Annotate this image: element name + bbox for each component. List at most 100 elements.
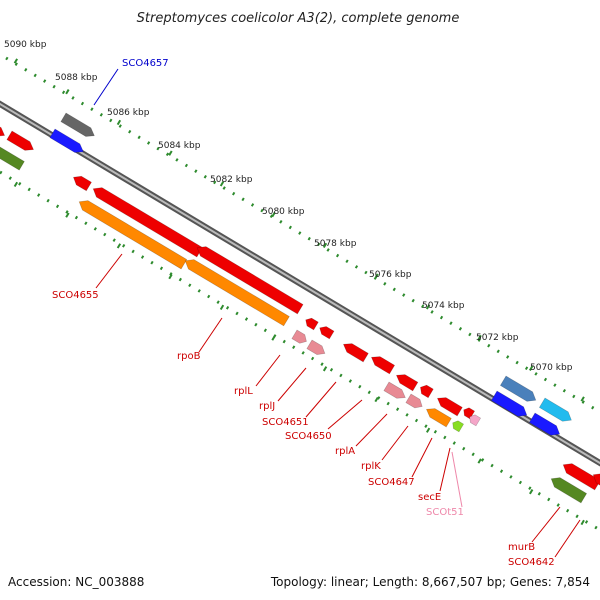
blue-gene-left[interactable] [49, 128, 86, 156]
ruler-tick-label: 5086 kbp [107, 108, 150, 118]
backbone-line [0, 100, 600, 467]
light-red-gene-e[interactable] [383, 381, 408, 402]
sco4647-gene[interactable] [435, 394, 463, 417]
gene-label[interactable]: SCOt51 [426, 507, 464, 518]
gene-features [0, 112, 600, 504]
sco4657-gene[interactable] [60, 112, 97, 140]
gene-label[interactable]: SCO4651 [262, 417, 309, 428]
blue-gene-right-a[interactable] [490, 390, 529, 420]
rplk-gene[interactable] [369, 353, 396, 375]
leader-line [439, 447, 451, 492]
steel-blue-gene[interactable] [499, 375, 538, 405]
sco-red-small[interactable] [461, 406, 475, 420]
ruler-tick-label: 5076 kbp [369, 270, 412, 280]
gene-label[interactable]: SCO4650 [285, 431, 332, 442]
ruler-tick-label: 5070 kbp [530, 363, 573, 373]
gene-label[interactable]: SCO4657 [122, 58, 169, 69]
map-title: Streptomyces coelicolor A3(2), complete … [137, 11, 460, 26]
ruler-tick [425, 304, 431, 310]
gene-label[interactable]: murB [508, 542, 535, 553]
gene-label[interactable]: rplL [234, 386, 253, 397]
gene-label[interactable]: rplK [361, 461, 381, 472]
ruler-tick [219, 304, 225, 310]
olive-gene-far-left[interactable] [0, 141, 25, 171]
gene-label[interactable]: SCO4647 [368, 477, 415, 488]
sco4655-gene[interactable] [76, 197, 188, 270]
red-gene-c[interactable] [394, 371, 419, 392]
rpla-gene[interactable] [341, 340, 369, 363]
dotted-rulers [0, 56, 600, 532]
sco4651-gene[interactable] [291, 329, 309, 346]
label-leader-lines [93, 68, 581, 558]
red-gene-a[interactable] [71, 173, 92, 192]
red-gene-far-left-b[interactable] [6, 130, 36, 154]
blue-gene-right-b[interactable] [528, 412, 562, 439]
leader-line [95, 253, 123, 289]
ruler-tick [322, 366, 328, 372]
leader-line [277, 367, 307, 402]
orange-gene-b[interactable] [182, 256, 290, 327]
accession-label: Accession: NC_003888 [8, 575, 144, 589]
leader-line [451, 451, 463, 508]
leader-line [198, 317, 223, 353]
ruler-tick [65, 89, 70, 95]
ruler-tick [374, 273, 379, 279]
sec-e-gene[interactable] [424, 405, 452, 428]
rpll-gene[interactable] [303, 316, 319, 331]
scot51-gene[interactable] [450, 419, 464, 433]
ruler-tick [529, 489, 534, 495]
ruler-tick [13, 181, 19, 188]
ruler-tick [425, 427, 431, 433]
leader-line [355, 413, 388, 447]
rplj-gene[interactable] [317, 324, 335, 340]
pink-gene[interactable] [467, 413, 481, 427]
leader-line [381, 425, 409, 461]
rpob-gene-b[interactable] [194, 243, 304, 315]
ruler-tick-label: 5074 kbp [422, 301, 465, 311]
ruler-tick-label: 5080 kbp [262, 207, 305, 217]
genome-backbone [0, 100, 600, 467]
upper-ruler [5, 56, 600, 414]
rpob-gene[interactable] [90, 184, 203, 258]
red-gene-d[interactable] [418, 383, 434, 399]
light-red-gene-f[interactable] [405, 393, 425, 411]
topology-label: Topology: linear; Length: 8,667,507 bp; … [270, 575, 590, 589]
ruler-tick-label: 5078 kbp [314, 239, 357, 249]
ruler-tick [580, 519, 585, 526]
ruler-tick [13, 58, 19, 64]
leader-line [93, 68, 119, 106]
red-gene-right-b[interactable] [590, 470, 600, 491]
leader-line [531, 506, 561, 543]
ruler-tick [116, 243, 122, 249]
leader-line [411, 437, 433, 478]
gene-label[interactable]: rplJ [259, 401, 275, 412]
gene-label[interactable]: rplA [335, 446, 355, 457]
ruler-tick [271, 211, 276, 218]
leader-line [255, 354, 281, 387]
murb-gene[interactable] [548, 474, 588, 504]
ruler-tick [580, 396, 585, 402]
red-gene-far-left-a[interactable] [0, 120, 7, 140]
ruler-tick-label: 5082 kbp [210, 175, 253, 185]
gene-label[interactable]: SCO4642 [508, 557, 555, 568]
ruler-tick [477, 458, 482, 464]
cyan-gene[interactable] [538, 397, 574, 425]
ruler-tick [168, 273, 173, 280]
ruler-tick [322, 242, 328, 249]
ruler-tick [477, 334, 482, 341]
lower-ruler [0, 170, 600, 532]
ruler-tick [529, 365, 534, 371]
leader-line [327, 399, 363, 430]
gene-label[interactable]: SCO4655 [52, 290, 99, 301]
leader-line [554, 519, 581, 558]
ruler-tick-label: 5084 kbp [158, 141, 201, 151]
sco4650-gene[interactable] [306, 339, 328, 358]
ruler-tick [374, 396, 379, 403]
ruler-tick-label: 5090 kbp [4, 40, 47, 50]
leader-line [305, 381, 337, 418]
gene-label[interactable]: rpoB [177, 351, 201, 362]
gene-label[interactable]: secE [418, 492, 441, 503]
